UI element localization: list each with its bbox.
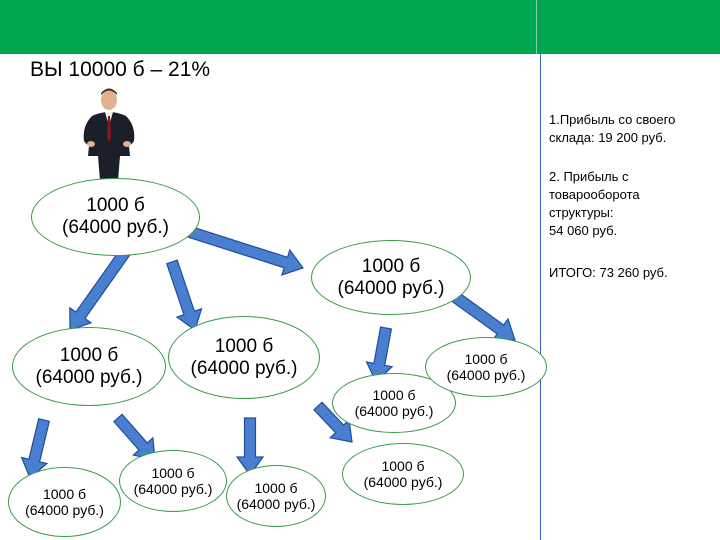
node-level2-c: 1000 б (64000 руб.) [332, 373, 456, 433]
node-level2-b: 1000 б (64000 руб.) [168, 316, 320, 399]
node-level3-d: 1000 б (64000 руб.) [342, 443, 464, 505]
header-divider [536, 0, 537, 54]
arrow-5 [449, 290, 516, 341]
profit-warehouse-text: 1.Прибыль со своего склада: 19 200 руб. [549, 112, 676, 145]
arrow-9 [313, 401, 353, 443]
arrow-8 [235, 417, 265, 477]
node-level3-c: 1000 б (64000 руб.) [226, 465, 326, 527]
node-level1-right: 1000 б (64000 руб.) [311, 240, 471, 315]
node-level2-a: 1000 б (64000 руб.) [12, 327, 166, 406]
arrow-7 [113, 413, 156, 461]
arrow-2 [69, 243, 134, 331]
total-text: ИТОГО: 73 260 руб. [549, 265, 668, 280]
arrow-3 [166, 259, 203, 331]
profit-turnover-text: 2. Прибыль с товарооборота структуры: 54… [549, 169, 640, 238]
node-level3-b: 1000 б (64000 руб.) [119, 450, 227, 512]
arrow-1 [187, 226, 304, 276]
page-title: ВЫ 10000 б – 21% [30, 58, 211, 81]
header-bar [0, 0, 720, 54]
node-level3-a: 1000 б (64000 руб.) [8, 467, 121, 537]
node-level2-d: 1000 б (64000 руб.) [425, 337, 547, 397]
businessman-icon [83, 88, 135, 181]
vertical-divider [540, 54, 541, 540]
node-level1-left: 1000 б (64000 руб.) [31, 178, 200, 256]
